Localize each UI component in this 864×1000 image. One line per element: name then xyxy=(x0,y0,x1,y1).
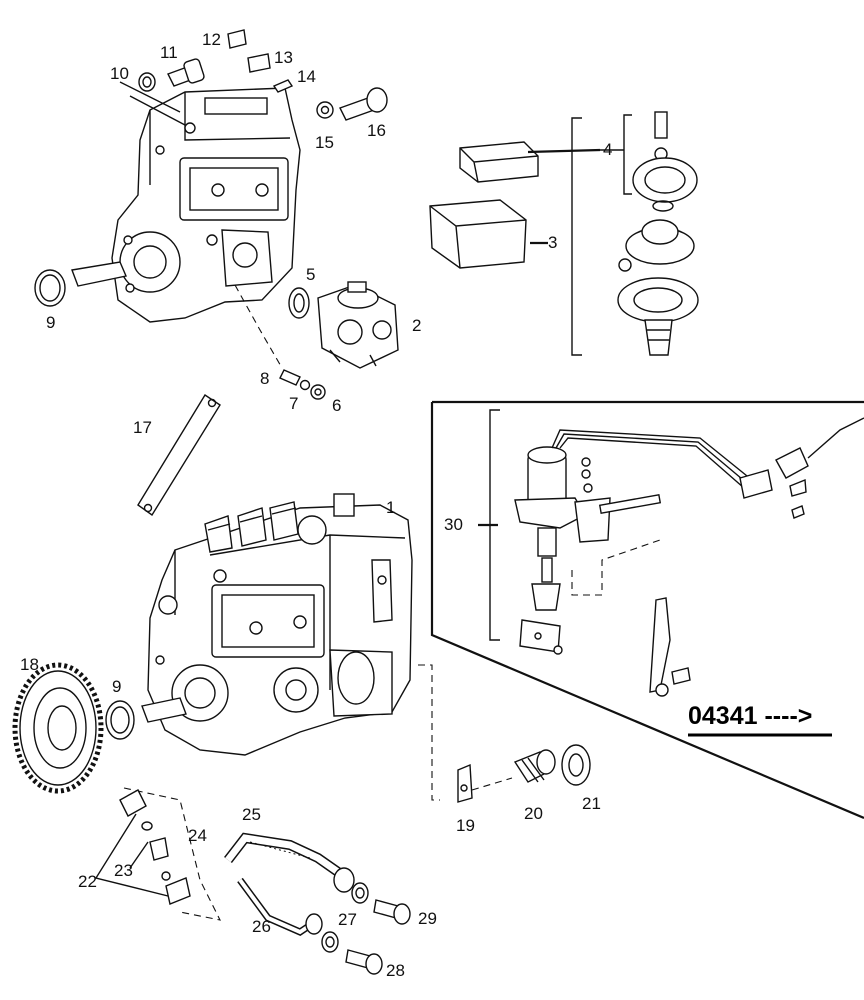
washer-15 xyxy=(316,101,334,119)
callout-10: 10 xyxy=(110,64,129,83)
callout-4: 4 xyxy=(603,140,613,159)
base-housing xyxy=(617,277,699,323)
callout-30: 30 xyxy=(444,515,463,534)
upper-injection-pump xyxy=(71,87,301,323)
hose-25 xyxy=(224,832,355,893)
callout-9-lower: 9 xyxy=(112,677,122,696)
callout-15: 15 xyxy=(315,133,334,152)
drive-gear-18 xyxy=(12,662,104,794)
stud-8 xyxy=(279,369,301,386)
block-13 xyxy=(247,53,271,73)
callout-3: 3 xyxy=(548,233,558,252)
strut-17 xyxy=(137,394,221,517)
callout-26: 26 xyxy=(252,917,271,936)
callout-16: 16 xyxy=(367,121,386,140)
washer-27b xyxy=(321,931,339,953)
callout-23: 23 xyxy=(114,861,133,880)
callout-28: 28 xyxy=(386,961,405,980)
washer-27a xyxy=(351,882,369,904)
callout-20: 20 xyxy=(524,804,543,823)
nut-22-top xyxy=(119,789,147,817)
washer-23 xyxy=(141,821,153,831)
feed-pump-2 xyxy=(317,281,399,369)
callout-14: 14 xyxy=(297,67,316,86)
diaphragm xyxy=(632,157,698,203)
callout-2: 2 xyxy=(412,316,422,335)
callout-1: 1 xyxy=(386,498,396,517)
callout-24: 24 xyxy=(188,826,207,845)
nut-22-bottom xyxy=(165,877,191,905)
washer-10 xyxy=(138,72,156,92)
bracket-19 xyxy=(457,763,473,803)
filter-4 xyxy=(459,141,539,183)
callout-8: 8 xyxy=(260,369,270,388)
callout-19: 19 xyxy=(456,816,475,835)
callout-17: 17 xyxy=(133,418,152,437)
block-12 xyxy=(227,29,247,49)
callout-12: 12 xyxy=(202,30,221,49)
callout-25: 25 xyxy=(242,805,261,824)
nut-21 xyxy=(561,744,591,786)
callout-5: 5 xyxy=(306,265,316,284)
callout-29: 29 xyxy=(418,909,437,928)
pipe-26 xyxy=(237,877,323,936)
reference-code: 04341 ----> xyxy=(688,702,813,730)
callout-9-upper: 9 xyxy=(46,313,56,332)
screw-14 xyxy=(272,79,294,93)
callout-7: 7 xyxy=(289,394,299,413)
solenoid-30 xyxy=(514,417,864,697)
callout-11: 11 xyxy=(160,43,178,62)
callout-18: 18 xyxy=(20,655,39,674)
washer-7 xyxy=(299,379,311,391)
callout-21: 21 xyxy=(582,794,601,813)
callout-6: 6 xyxy=(332,396,342,415)
callout-22: 22 xyxy=(78,872,97,891)
callout-13: 13 xyxy=(274,48,293,67)
screw-top xyxy=(654,111,668,139)
nut-6 xyxy=(310,384,326,400)
filter-3 xyxy=(429,199,527,269)
fitting-24 xyxy=(149,837,169,861)
main-injection-pump-1 xyxy=(141,493,413,756)
gasket-5 xyxy=(288,287,310,319)
callout-27: 27 xyxy=(338,910,357,929)
